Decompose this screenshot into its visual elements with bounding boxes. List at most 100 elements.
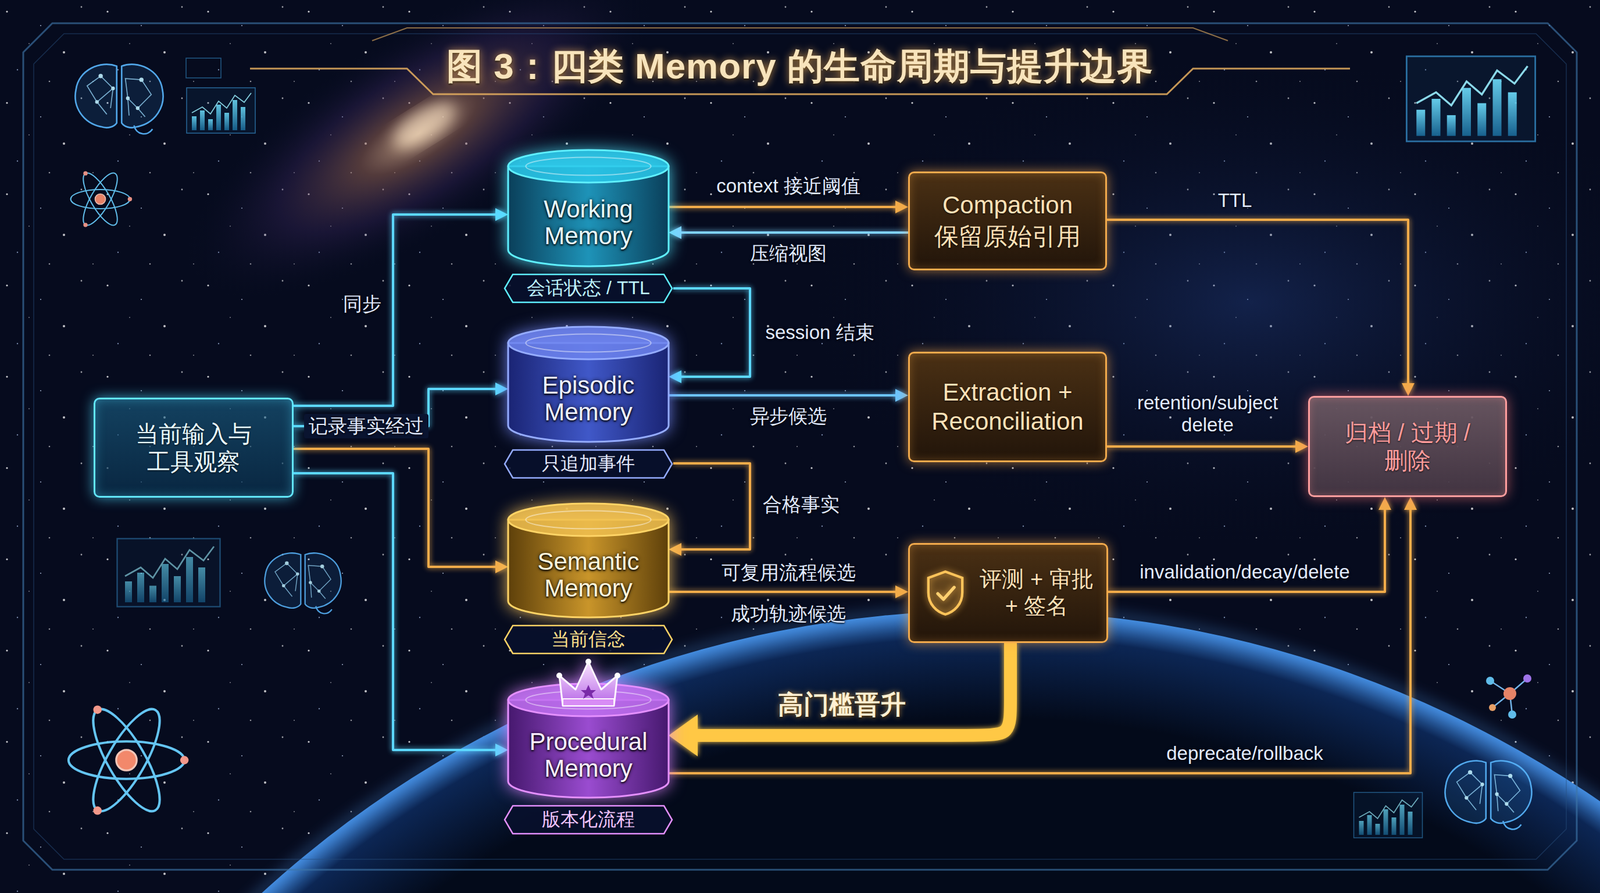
flow-arrow <box>668 509 1411 774</box>
cylinder-top <box>508 150 669 183</box>
memory-store: Working Memory 会话状态 / TTL <box>503 150 674 304</box>
planet <box>0 610 1600 893</box>
edge-label: invalidation/decay/delete <box>1139 561 1350 584</box>
flow-arrow <box>1106 219 1409 384</box>
crown-star <box>580 684 596 699</box>
cylinder-top-inner <box>525 511 651 530</box>
memory-tag: 会话状态 / TTL <box>503 273 674 304</box>
edge-label-holder: 合格事实 <box>762 493 840 516</box>
edge-label-holder: invalidation/decay/delete <box>1139 561 1350 584</box>
cylinder-top <box>508 683 669 717</box>
edge-label: retention/subject delete <box>1120 391 1295 437</box>
box-label: 归档 / 过期 / 删除 <box>1331 418 1484 475</box>
crown-band <box>562 698 614 706</box>
tag-outline <box>504 625 673 654</box>
memory-name: Procedural Memory <box>515 728 662 782</box>
edge-label: 合格事实 <box>762 493 840 516</box>
crown-jewel <box>585 658 592 665</box>
edge-label-holder: deprecate/rollback <box>1166 742 1324 765</box>
flow-arrow <box>293 448 496 567</box>
box-content: 评测 + 审批 + 签名 <box>975 566 1098 620</box>
chart-icon <box>117 538 221 607</box>
memory-name: Working Memory <box>515 195 662 250</box>
shield-check <box>937 587 955 600</box>
box-content: Extraction + Reconciliation <box>920 377 1095 437</box>
circle-part <box>1486 676 1495 685</box>
tag-outline <box>504 805 673 834</box>
crown-jewel <box>614 672 621 679</box>
chart-icon <box>1354 792 1423 838</box>
edge-label-holder: 异步候选 <box>750 405 827 428</box>
edge-label: 压缩视图 <box>750 242 827 265</box>
flow-arrow <box>293 473 496 750</box>
edge-label-holder: 可复用流程候选 <box>721 561 856 584</box>
box-content: Compaction保留原始引用 <box>934 190 1081 252</box>
flow-arrow <box>673 463 750 550</box>
memory-name: Semantic Memory <box>515 548 662 602</box>
cylinder-text-holder: Episodic Memory <box>508 359 669 439</box>
circle-part <box>1523 674 1532 683</box>
diagram-title: 图 3：四类 Memory 的生命周期与提升边界 <box>446 41 1154 91</box>
cylinder-text-holder: Working Memory <box>508 182 669 263</box>
edge-label: deprecate/rollback <box>1166 742 1324 765</box>
cylinder-holder: Working Memory <box>503 150 674 267</box>
crown-icon <box>556 658 621 706</box>
circle-part <box>1488 704 1496 712</box>
outer-frame <box>23 23 1577 870</box>
box-label: 评测 + 审批 + 签名 <box>975 566 1098 620</box>
edge-label-holder: 高门槛晋升 <box>777 690 906 720</box>
cylinder-holder: Semantic Memory <box>503 503 674 618</box>
memory-store: Episodic Memory 只追加事件 <box>503 326 674 480</box>
edge-label-holder: 同步 <box>343 293 382 316</box>
memory-store: Procedural Memory版本化流程 <box>503 683 674 835</box>
box-content: 归档 / 过期 / 删除 <box>1331 418 1484 475</box>
flow-arrow <box>668 590 896 594</box>
chart-icon <box>1406 56 1535 142</box>
memory-name: Episodic Memory <box>515 372 662 426</box>
promotion-arrow <box>697 643 1011 736</box>
box-label: 保留原始引用 <box>934 222 1081 252</box>
memory-tag-text: 会话状态 / TTL <box>526 275 650 302</box>
edge-label: session 结束 <box>765 321 874 344</box>
tag-outline <box>504 274 673 303</box>
tag-outline <box>504 450 673 478</box>
circle-part <box>1508 710 1517 719</box>
brain-icon <box>1445 761 1532 830</box>
edge-label-holder: context 接近阈值 <box>716 175 861 198</box>
note-label: 成功轨迹候选 <box>730 602 846 625</box>
circle-part <box>1503 687 1517 700</box>
edge-label: 可复用流程候选 <box>721 561 856 584</box>
crown-jewel <box>556 672 563 679</box>
atom-icon <box>68 700 189 820</box>
flow-arrow <box>668 394 896 397</box>
edge-label-holder: session 结束 <box>765 321 874 344</box>
cylinder-top <box>508 503 669 537</box>
memory-tag-text: 只追加事件 <box>541 451 635 477</box>
flow-arrow <box>1106 445 1296 448</box>
cylinder-text-holder: Semantic Memory <box>508 536 669 614</box>
galaxy-core <box>386 93 462 157</box>
edge-label: context 接近阈值 <box>716 175 861 198</box>
memory-tag: 只追加事件 <box>503 448 674 480</box>
shield-icon <box>925 569 966 617</box>
process-box: 评测 + 审批 + 签名 <box>908 543 1109 644</box>
cylinder-top-inner <box>525 157 651 176</box>
process-box: 归档 / 过期 / 删除 <box>1308 395 1507 498</box>
note-label-holder: 成功轨迹候选 <box>730 602 846 625</box>
edge-label: TTL <box>1218 189 1253 212</box>
planet-glow <box>0 610 1600 893</box>
cylinder-text-holder: Procedural Memory <box>508 716 669 795</box>
box-content: 当前输入与 工具观察 <box>128 419 259 476</box>
title-bracket-top <box>372 27 1228 41</box>
cylinder-holder: Episodic Memory <box>503 326 674 442</box>
atom-icon <box>70 168 133 230</box>
memory-tag-text: 当前信念 <box>551 626 626 653</box>
edge-label: 记录事实经过 <box>304 413 429 439</box>
crown-body <box>559 661 618 706</box>
edge-label-holder: 记录事实经过 <box>304 413 429 439</box>
edge-label-holder: 压缩视图 <box>750 242 827 265</box>
inner-frame <box>33 33 1567 860</box>
molecule-icon <box>1486 674 1532 719</box>
flow-arrow <box>673 288 750 377</box>
